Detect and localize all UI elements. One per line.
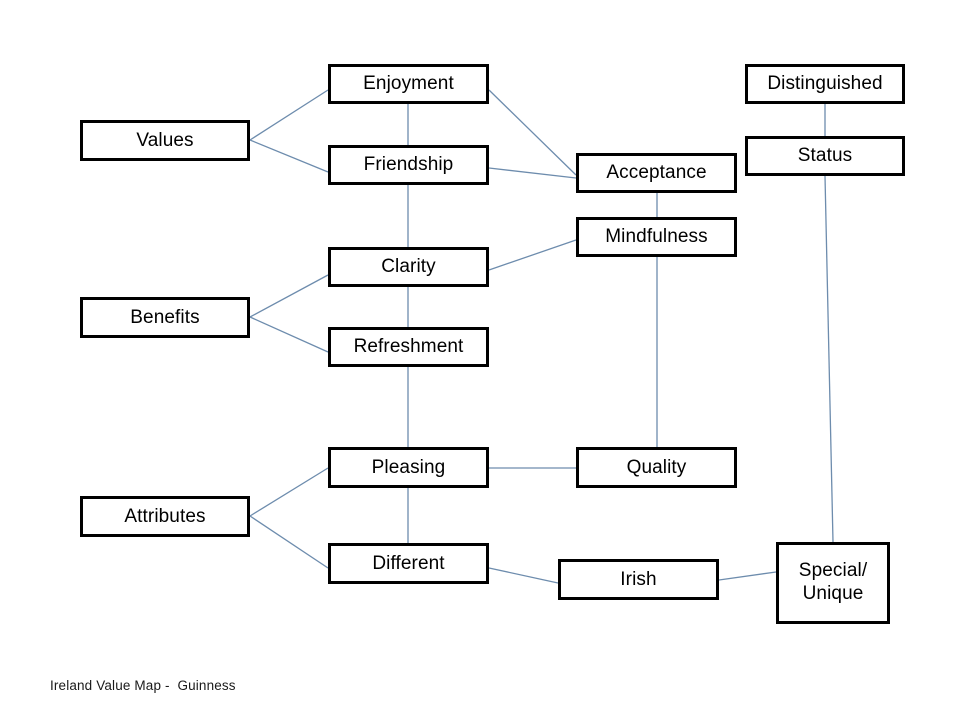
node-irish[interactable]: Irish: [558, 559, 719, 600]
node-values[interactable]: Values: [80, 120, 250, 161]
node-refreshment[interactable]: Refreshment: [328, 327, 489, 367]
edge-status-to-special: [824, 175, 834, 543]
node-status[interactable]: Status: [745, 136, 905, 176]
edge-attributes-to-different: [249, 515, 329, 569]
node-mindfulness[interactable]: Mindfulness: [576, 217, 737, 257]
node-distinguished[interactable]: Distinguished: [745, 64, 905, 104]
diagram-caption: Ireland Value Map - Guinness: [50, 678, 236, 693]
node-pleasing[interactable]: Pleasing: [328, 447, 489, 488]
node-benefits[interactable]: Benefits: [80, 297, 250, 338]
node-attributes[interactable]: Attributes: [80, 496, 250, 537]
node-clarity[interactable]: Clarity: [328, 247, 489, 287]
edge-friendship-to-acceptance: [488, 167, 577, 179]
edge-benefits-to-clarity: [249, 274, 329, 318]
edge-different-to-irish: [488, 567, 559, 584]
edge-irish-to-special: [718, 571, 777, 581]
edge-values-to-friendship: [249, 139, 329, 173]
node-special[interactable]: Special/ Unique: [776, 542, 890, 624]
edge-enjoyment-to-acceptance: [488, 89, 577, 176]
node-different[interactable]: Different: [328, 543, 489, 584]
edge-attributes-to-pleasing: [249, 467, 329, 517]
edge-clarity-to-mindfulness: [488, 239, 577, 271]
node-acceptance[interactable]: Acceptance: [576, 153, 737, 193]
node-friendship[interactable]: Friendship: [328, 145, 489, 185]
edge-values-to-enjoyment: [249, 89, 329, 141]
node-enjoyment[interactable]: Enjoyment: [328, 64, 489, 104]
node-quality[interactable]: Quality: [576, 447, 737, 488]
edge-benefits-to-refreshment: [249, 316, 329, 353]
